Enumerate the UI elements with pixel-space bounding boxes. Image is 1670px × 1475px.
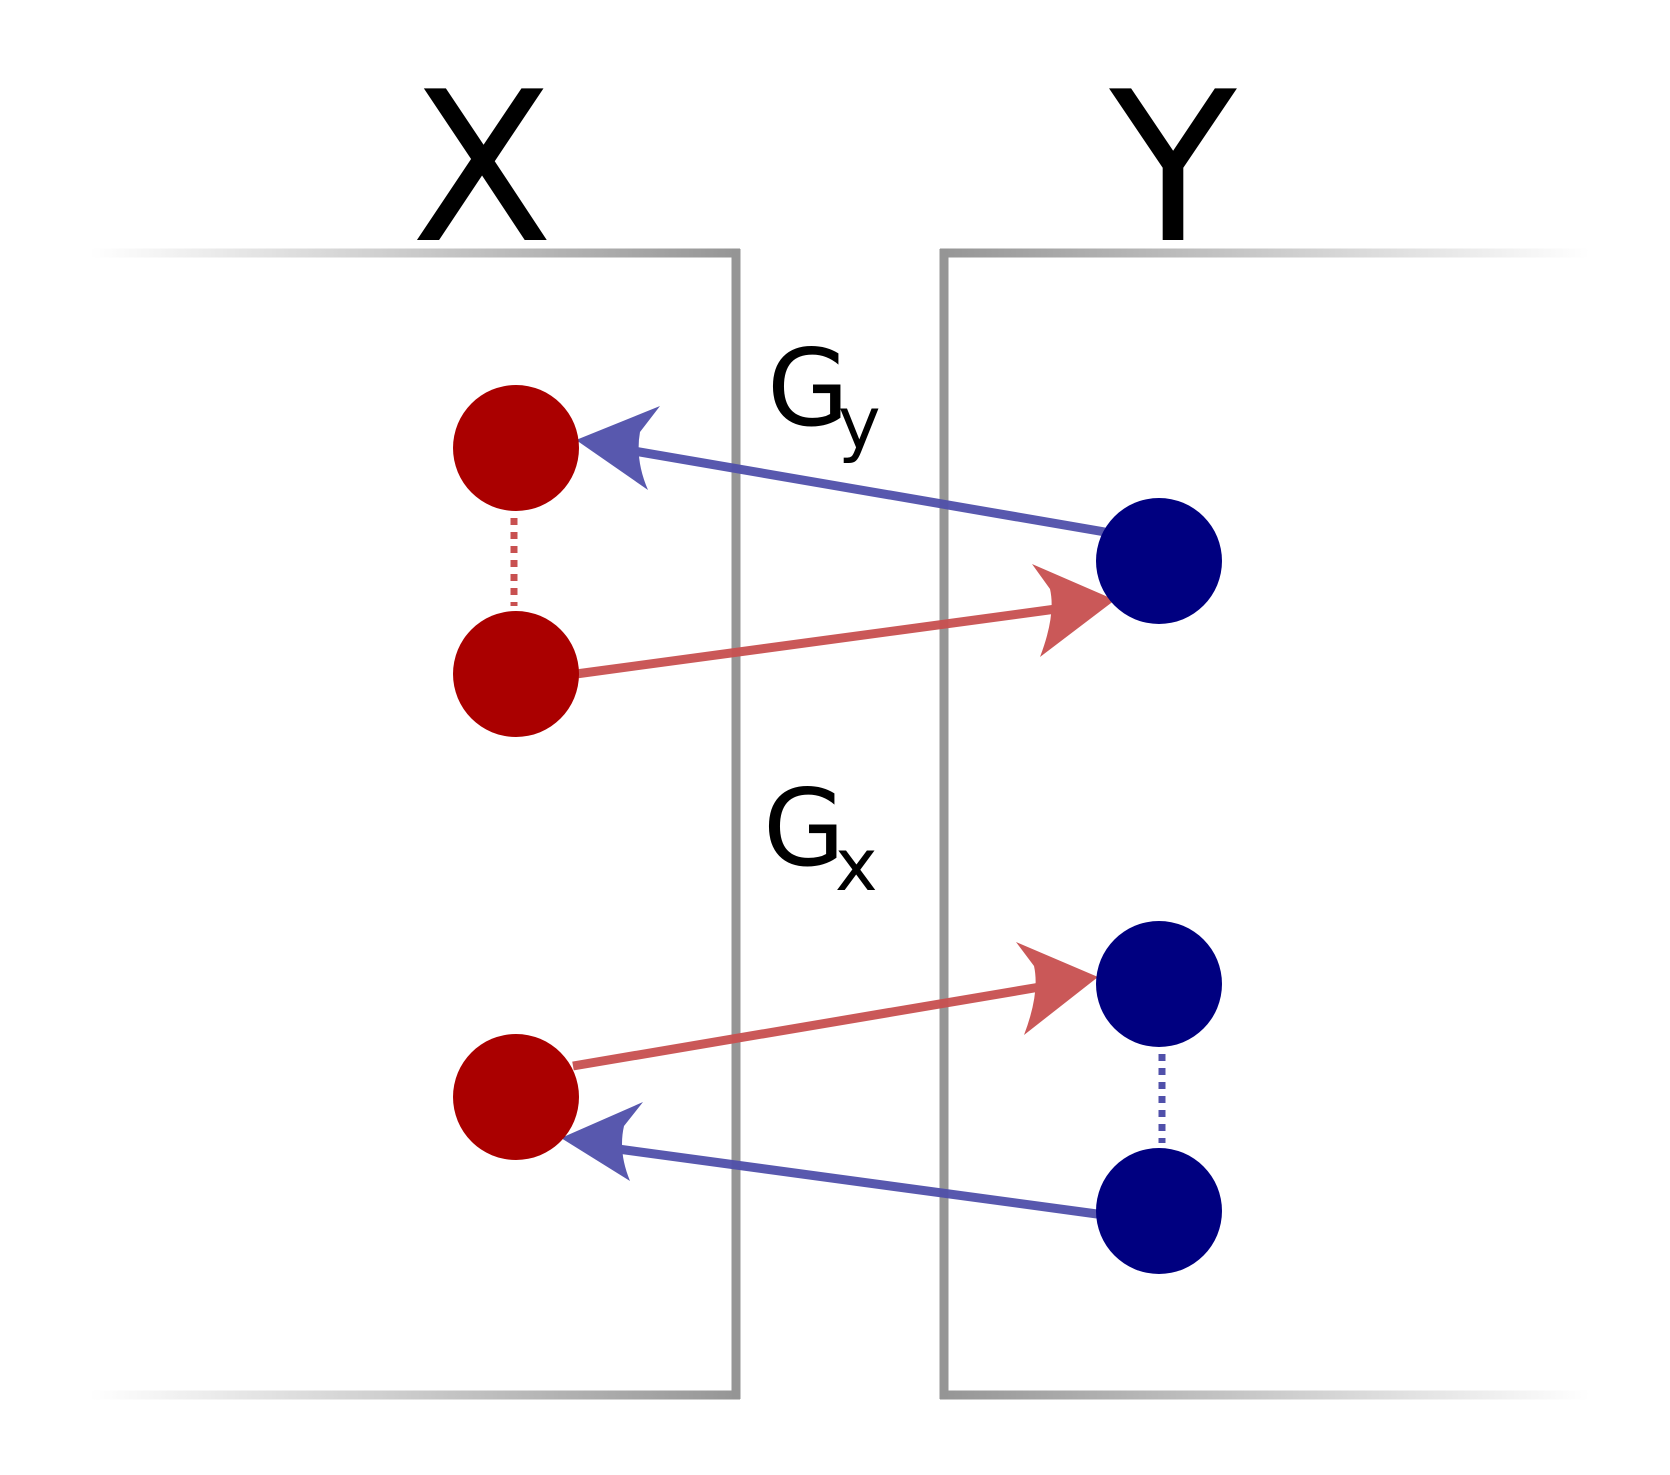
gx-label: G x [763, 767, 878, 907]
gx-arrow-top [575, 564, 1115, 679]
gy-label: G y [767, 327, 881, 465]
y-node-1 [1096, 498, 1222, 624]
gx-label-main: G [763, 767, 845, 890]
gy-label-subscript: y [838, 381, 881, 465]
gy-arrow-bottom [561, 1102, 1098, 1219]
set-y-label: Y [1108, 48, 1237, 290]
gx-label-subscript: x [835, 823, 878, 907]
set-x-box [90, 248, 741, 1400]
gx-arrow-bottom [572, 942, 1098, 1071]
gy-arrow-top [576, 406, 1106, 537]
x-node-2 [453, 611, 579, 737]
set-y-box [939, 248, 1590, 1400]
gy-label-main: G [767, 327, 849, 450]
y-node-3 [1096, 1148, 1222, 1274]
set-x-label: X [411, 48, 554, 290]
y-node-2 [1096, 921, 1222, 1047]
x-node-1 [453, 385, 579, 511]
x-node-3 [453, 1034, 579, 1160]
